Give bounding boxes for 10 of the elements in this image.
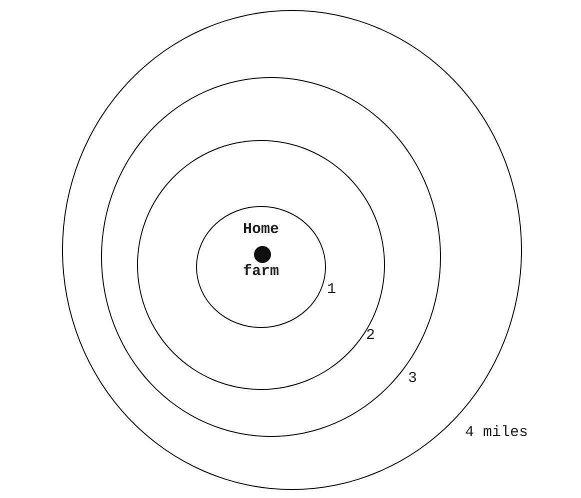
circle-label: Home (243, 221, 279, 238)
center-dot (254, 246, 271, 263)
circle-label: farm (243, 263, 279, 280)
distance-ring (137, 140, 385, 390)
distance-label: 3 (408, 370, 418, 387)
distance-label: 1 (327, 281, 336, 298)
distance-ring (101, 77, 441, 437)
distance-label: 2 (366, 327, 376, 344)
distance-label: 4 miles (465, 424, 528, 441)
home-farm-circle (196, 206, 326, 328)
